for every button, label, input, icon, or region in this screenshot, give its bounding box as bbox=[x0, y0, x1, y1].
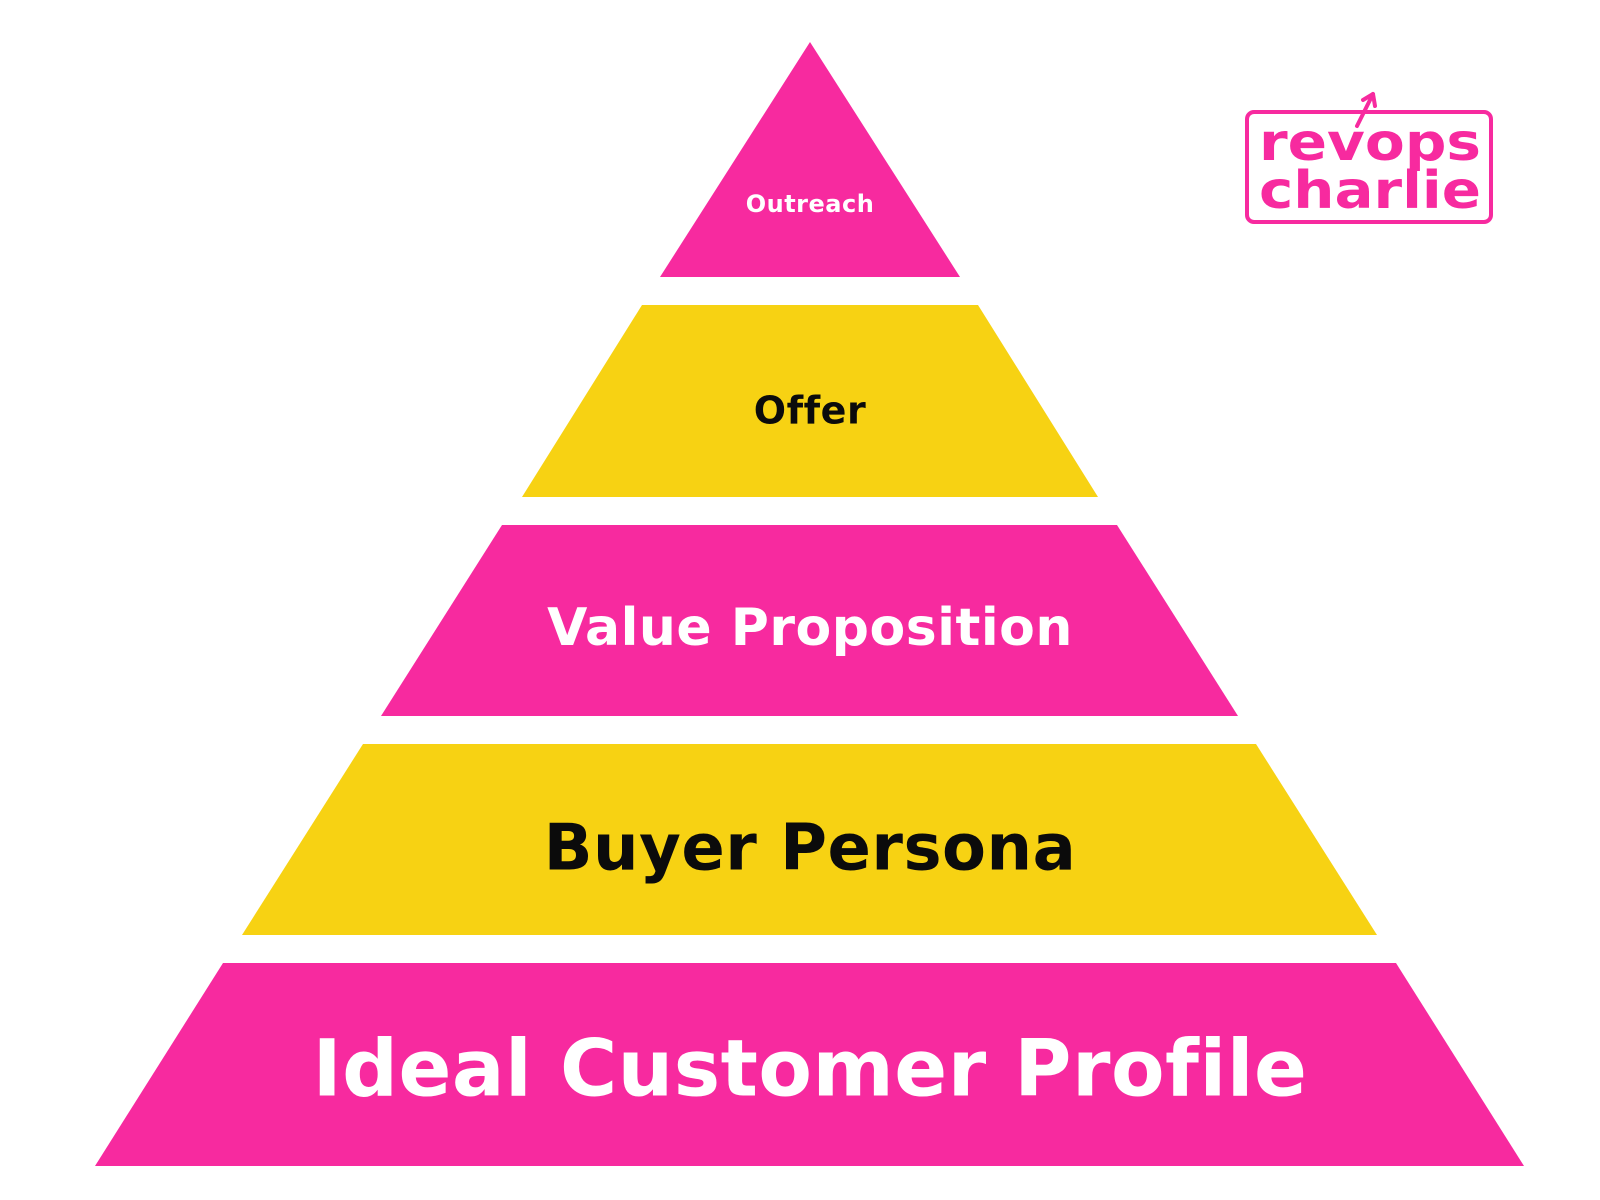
tier-value-proposition-label: Value Proposition bbox=[547, 598, 1073, 658]
tier-offer-label: Offer bbox=[754, 389, 866, 433]
tier-offer-shape bbox=[522, 305, 1098, 497]
logo-line-2: charlie bbox=[1259, 161, 1481, 221]
tier-offer: Offer bbox=[522, 305, 1098, 497]
tier-outreach-label: Outreach bbox=[746, 190, 875, 218]
revops-charlie-logo: revops charlie bbox=[1245, 92, 1493, 224]
tier-buyer-persona: Buyer Persona bbox=[242, 744, 1377, 935]
logo-line-1: revops bbox=[1259, 113, 1481, 173]
tier-outreach: Outreach bbox=[660, 42, 960, 277]
tier-value-proposition-shape bbox=[381, 525, 1238, 716]
tier-buyer-persona-label: Buyer Persona bbox=[544, 812, 1077, 886]
tier-outreach-shape bbox=[660, 42, 960, 277]
tier-ideal-customer-profile-label: Ideal Customer Profile bbox=[313, 1024, 1308, 1114]
upward-arrow-icon bbox=[1355, 92, 1377, 128]
tier-ideal-customer-profile: Ideal Customer Profile bbox=[95, 963, 1524, 1166]
tier-buyer-persona-shape bbox=[242, 744, 1377, 935]
tier-value-proposition: Value Proposition bbox=[381, 525, 1238, 716]
logo-border bbox=[1245, 110, 1493, 224]
tier-ideal-customer-profile-shape bbox=[95, 963, 1524, 1166]
